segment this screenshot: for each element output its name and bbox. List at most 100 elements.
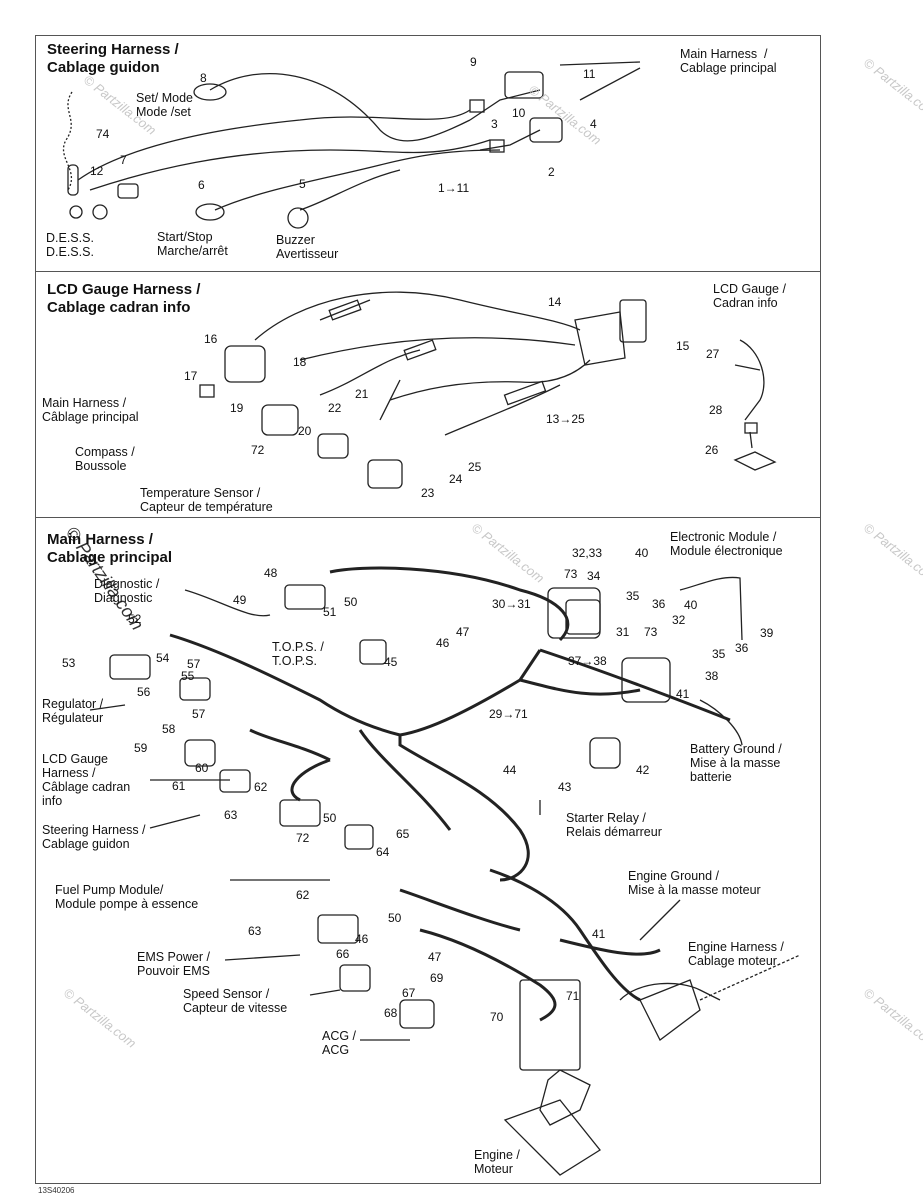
part-number: 62 xyxy=(296,888,310,902)
callout-engine-harness: Engine Harness / Cablage moteur xyxy=(688,940,784,968)
callout-speed-sensor: Speed Sensor / Capteur de vitesse xyxy=(183,987,288,1015)
part-number: 57 xyxy=(192,707,206,721)
part-number: 34 xyxy=(587,569,601,583)
part-number: 4 xyxy=(590,117,597,131)
lcd-gauge-harness-panel xyxy=(35,271,821,519)
part-number: 61 xyxy=(172,779,186,793)
callout-fuel-pump: Fuel Pump Module/ Module pompe à essence xyxy=(55,883,199,911)
callout-lcd-gauge-harness: LCD Gauge Harness / Câblage cadran info xyxy=(42,752,131,808)
part-number: 15 xyxy=(676,339,690,353)
main-title-1: Main Harness / xyxy=(47,531,153,548)
part-number: 20 xyxy=(298,424,312,438)
part-number: 31 xyxy=(616,625,630,639)
part-number: 9 xyxy=(470,55,477,69)
part-number: 52 xyxy=(128,612,142,626)
part-number: 24 xyxy=(449,472,463,486)
part-number: 40 xyxy=(684,598,698,612)
part-number: 29→71 xyxy=(489,707,528,721)
part-number: 50 xyxy=(388,911,402,925)
part-number: 64 xyxy=(376,845,390,859)
part-number: 65 xyxy=(396,827,410,841)
callout-acg: ACG / ACG xyxy=(322,1029,357,1057)
part-number: 48 xyxy=(264,566,278,580)
part-number: 11 xyxy=(583,67,596,81)
part-number: 66 xyxy=(336,947,350,961)
part-number: 70 xyxy=(490,1010,504,1024)
callout-electronic-module: Electronic Module / Module électronique xyxy=(670,530,783,558)
part-number: 72 xyxy=(251,443,265,457)
callout-regulator: Regulator / Régulateur xyxy=(42,697,104,725)
part-number: 32,33 xyxy=(572,546,603,560)
main-title-2: Cablage principal xyxy=(47,549,173,566)
drawing-code: 13S40206 xyxy=(38,1186,75,1195)
part-number: 38 xyxy=(705,669,719,683)
part-number: 18 xyxy=(293,355,307,369)
callout-temp-sensor: Temperature Sensor / Capteur de températ… xyxy=(140,486,273,514)
callout-buzzer: Buzzer Avertisseur xyxy=(276,233,339,261)
part-number: 63 xyxy=(248,924,262,938)
part-number: 27 xyxy=(706,347,720,361)
part-number: 68 xyxy=(384,1006,398,1020)
part-number: 54 xyxy=(156,651,170,665)
callout-compass: Compass / Boussole xyxy=(75,445,135,473)
part-number: 45 xyxy=(384,655,398,669)
part-number: 22 xyxy=(328,401,342,415)
part-number: 46 xyxy=(436,636,450,650)
callout-lcd-gauge: LCD Gauge / Cadran info xyxy=(713,282,786,310)
part-number: 42 xyxy=(636,763,650,777)
callout-main-harness: Main Harness / Cablage principal xyxy=(680,47,777,75)
steering-title-2: Cablage guidon xyxy=(47,59,160,76)
callout-steering-harness: Steering Harness / Cablage guidon xyxy=(42,823,146,851)
part-number: 19 xyxy=(230,401,244,415)
callout-battery-ground: Battery Ground / Mise à la masse batteri… xyxy=(690,742,782,784)
part-number: 55 xyxy=(181,669,195,683)
callout-dess: D.E.S.S. D.E.S.S. xyxy=(46,231,94,259)
part-number: 43 xyxy=(558,780,572,794)
part-number: 51 xyxy=(323,605,337,619)
part-number: 28 xyxy=(709,403,723,417)
part-number: 49 xyxy=(233,593,247,607)
part-number: 35 xyxy=(626,589,640,603)
callout-diagnostic: Diagnostic / Diagnostic xyxy=(94,577,160,605)
callout-tops: T.O.P.S. / T.O.P.S. xyxy=(272,640,324,668)
part-number: 17 xyxy=(184,369,198,383)
part-number: 60 xyxy=(195,761,209,775)
lcd-title-1: LCD Gauge Harness / xyxy=(47,281,201,298)
part-number: 2 xyxy=(548,165,555,179)
part-number: 6 xyxy=(198,178,205,192)
part-number: 21 xyxy=(355,387,369,401)
part-number: 39 xyxy=(760,626,774,640)
part-number: 58 xyxy=(162,722,176,736)
part-number: 73 xyxy=(564,567,578,581)
part-number: 26 xyxy=(705,443,719,457)
callout-lcd-main-harness: Main Harness / Câblage principal xyxy=(42,396,139,424)
part-number: 8 xyxy=(200,71,207,85)
main-harness-panel xyxy=(35,517,821,1184)
part-number: 59 xyxy=(134,741,148,755)
part-number: 41 xyxy=(592,927,606,941)
part-number: 46 xyxy=(355,932,369,946)
callout-ems-power: EMS Power / Pouvoir EMS xyxy=(137,950,210,978)
part-number: 13→25 xyxy=(546,412,585,426)
part-number: 47 xyxy=(428,950,442,964)
part-number: 67 xyxy=(402,986,416,1000)
part-number: 56 xyxy=(137,685,151,699)
part-number: 74 xyxy=(96,127,110,141)
part-number: 30→31 xyxy=(492,597,531,611)
part-number: 44 xyxy=(503,763,517,777)
part-number: 37→38 xyxy=(568,654,607,668)
part-number: 36 xyxy=(652,597,666,611)
part-number: 3 xyxy=(491,117,498,131)
part-number: 10 xyxy=(512,106,526,120)
part-number: 25 xyxy=(468,460,482,474)
callout-engine-ground: Engine Ground / Mise à la masse moteur xyxy=(628,869,761,897)
part-number: 57 xyxy=(187,657,201,671)
part-number: 36 xyxy=(735,641,749,655)
part-number: 72 xyxy=(296,831,310,845)
part-number: 5 xyxy=(299,177,306,191)
steering-harness-panel xyxy=(35,35,821,273)
callout-engine: Engine / Moteur xyxy=(474,1148,520,1176)
part-number: 12 xyxy=(90,164,104,178)
